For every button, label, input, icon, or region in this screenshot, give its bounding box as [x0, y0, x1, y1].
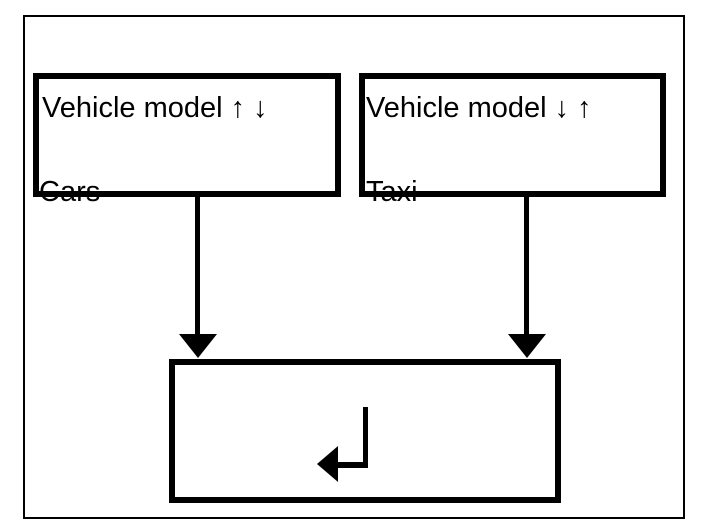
box-title-taxi: Vehicle model ↓ ↑	[366, 92, 592, 124]
connector-stem-taxi	[524, 197, 529, 337]
down-arrowhead-icon	[179, 334, 217, 358]
outer-frame	[23, 15, 685, 519]
return-arrow-horizontal-stroke	[337, 462, 368, 468]
down-arrowhead-icon	[508, 334, 546, 358]
return-arrow-vertical-stroke	[363, 407, 368, 468]
return-arrow-left-arrowhead	[317, 446, 338, 482]
box-vehicle-model-taxi	[359, 73, 666, 197]
box-merge	[169, 359, 561, 503]
box-label-cars: Cars	[39, 176, 101, 208]
box-vehicle-model-cars	[33, 73, 341, 197]
box-label-taxi: Taxi	[366, 176, 418, 208]
box-title-cars: Vehicle model ↑ ↓	[42, 92, 268, 124]
connector-stem-cars	[195, 197, 200, 337]
